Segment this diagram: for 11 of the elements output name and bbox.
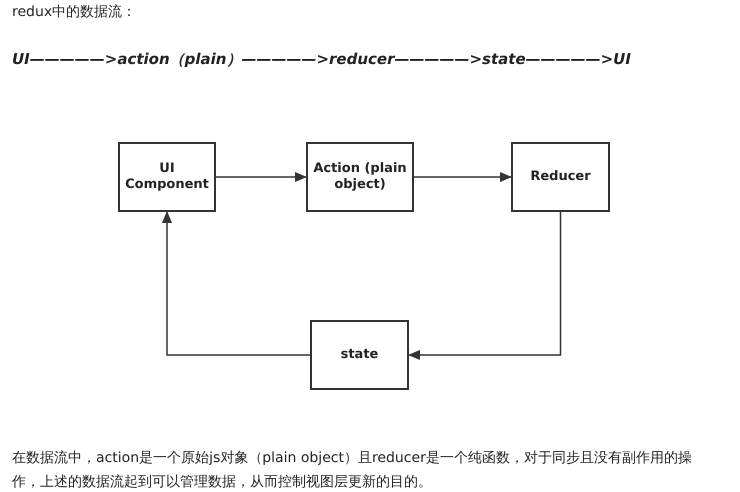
note-text: 在数据流中，action是一个原始js对象（plain object）且reducer是一个纯函数，对于同步且没有副作用的操作，上述的数据流起到可以管理数据，从而控制视图层更新的目的。: [12, 449, 693, 492]
arrow: [414, 172, 512, 182]
process-box: Reducer: [511, 142, 610, 212]
arrow: [162, 211, 310, 356]
process-box: state: [310, 320, 409, 390]
title: redux中的数据流：: [12, 3, 136, 21]
arrow: [408, 212, 562, 360]
process-box: Action (plain object): [306, 142, 414, 212]
arrow: [216, 172, 307, 182]
flow-text: UI—————>action（plain）—————>reducer—————>state—————>UI: [12, 50, 631, 69]
process-box: UI Component: [118, 142, 216, 212]
